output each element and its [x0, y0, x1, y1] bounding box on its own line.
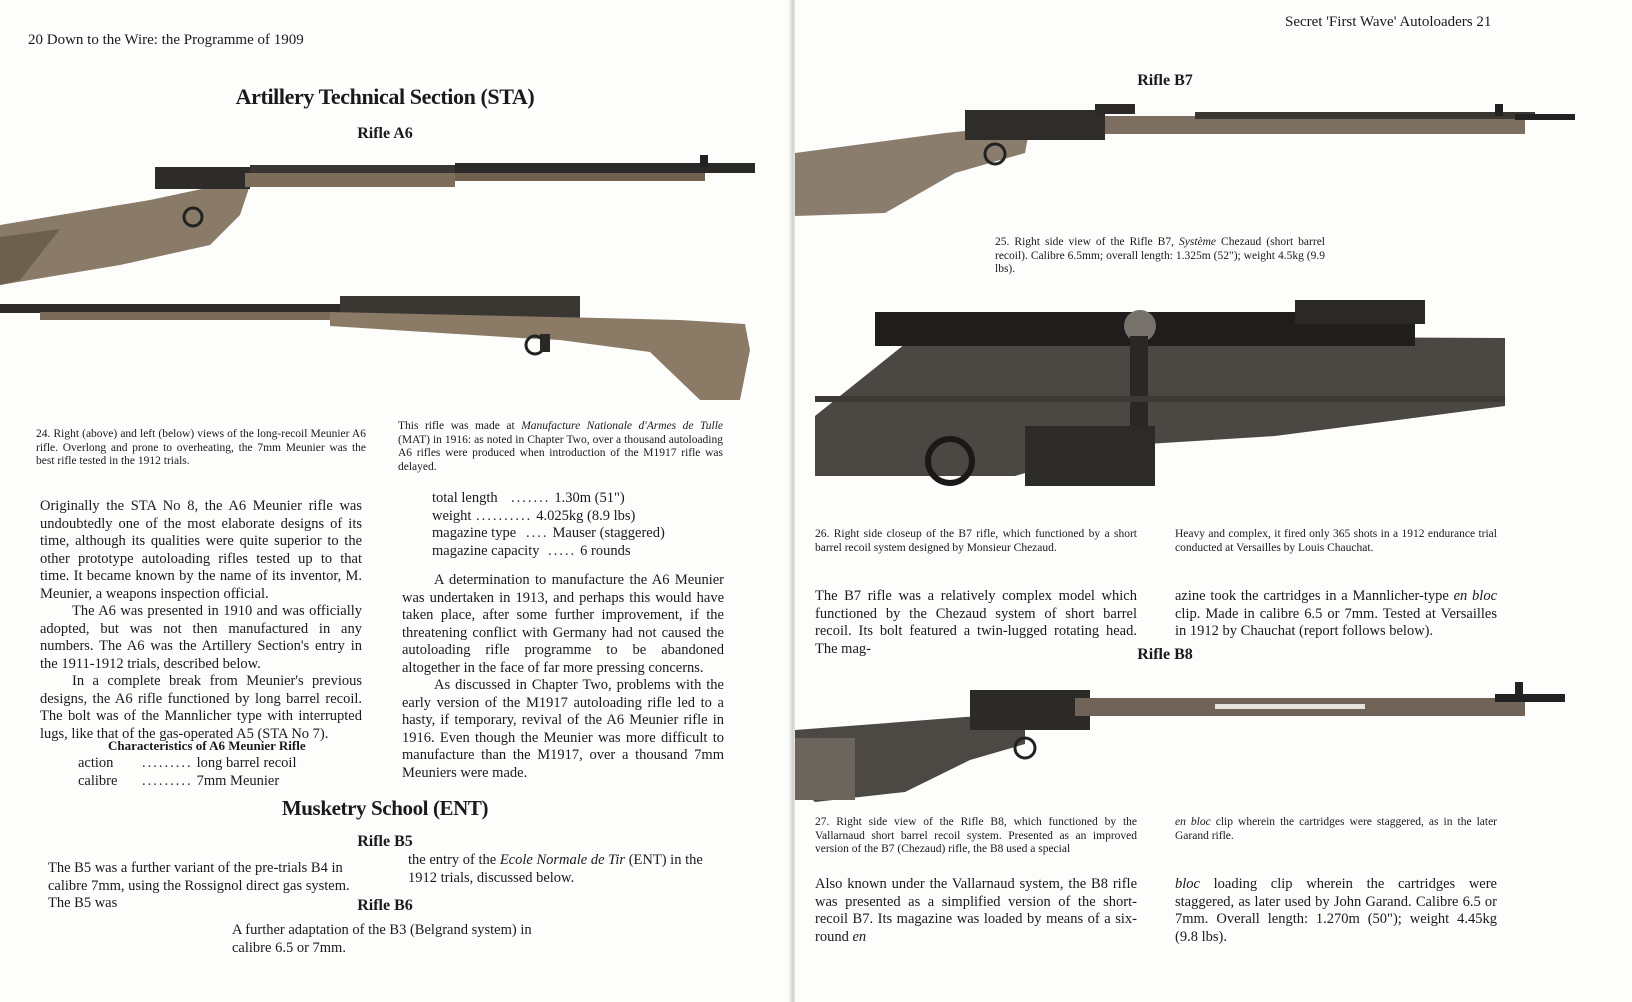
- right-page: Secret 'First Wave' Autoloaders 21 Rifle…: [795, 0, 1632, 1002]
- b7-text: azine took the cartridges in a Mannliche…: [1175, 588, 1454, 604]
- caption-25-text: 25. Right side view of the Rifle B7,: [995, 236, 1179, 248]
- left-page: 20 Down to the Wire: the Programme of 19…: [0, 0, 790, 1002]
- paragraph: As discussed in Chapter Two, problems wi…: [402, 677, 724, 781]
- b8-text-end: loading clip wherein the cartridges were…: [1175, 876, 1497, 945]
- rifle-b6-heading: Rifle B6: [357, 897, 413, 914]
- b7-text-col1: The B7 rifle was a relatively complex mo…: [815, 588, 1137, 657]
- book-gutter: [788, 0, 797, 1002]
- b8-italic: bloc: [1175, 876, 1200, 892]
- caption-24b-text-end: (MAT) in 1916: as noted in Chapter Two, …: [398, 433, 723, 473]
- specs-col2: total length.......1.30m (51") weight...…: [432, 490, 665, 560]
- caption-27b-text: clip wherein the cartridges were stagger…: [1175, 816, 1498, 842]
- b8-italic: en: [852, 928, 867, 945]
- caption-24b-text: This rifle was made at: [398, 420, 522, 432]
- rifle-a6-heading: Rifle A6: [357, 125, 413, 142]
- caption-25-text-end: Chezaud (short barrel recoil). Calibre 6…: [995, 236, 1325, 275]
- caption-26a: 26. Right side closeup of the B7 rifle, …: [815, 528, 1137, 554]
- b8-text-col1: Also known under the Vallarnaud system, …: [815, 876, 1137, 946]
- spec-dots: .........: [142, 755, 193, 771]
- a6-body-col1: Originally the STA No 8, the A6 Meunier …: [40, 498, 362, 743]
- caption-27b-italic: en bloc: [1175, 816, 1211, 828]
- b8-text: Also known under the Vallarnaud system, …: [815, 876, 1137, 945]
- spec-dots: ..........: [476, 507, 533, 524]
- spec-value: 7mm Meunier: [196, 772, 280, 789]
- caption-25-italic: Système: [1178, 236, 1217, 248]
- b6-text: A further adaptation of the B3 (Belgrand…: [232, 922, 532, 956]
- spec-row: total length.......1.30m (51"): [432, 490, 665, 508]
- rifle-b8-heading: Rifle B8: [1137, 646, 1193, 663]
- caption-24b-italic: Manufacture Nationale d'Armes de Tulle: [521, 420, 724, 432]
- section-title-sta: Artillery Technical Section (STA): [235, 84, 535, 109]
- paragraph: The A6 was presented in 1910 and was off…: [40, 603, 362, 672]
- paragraph: In a complete break from Meunier's previ…: [40, 673, 362, 742]
- spec-dots: .......: [511, 490, 551, 506]
- rifle-b5-heading: Rifle B5: [357, 833, 413, 850]
- b5-italic: Ecole Normale de Tir: [499, 852, 626, 868]
- b8-text-col2: bloc loading clip wherein the cartridges…: [1175, 876, 1497, 946]
- caption-24b: This rifle was made at Manufacture Natio…: [398, 420, 723, 474]
- spec-key: magazine type: [432, 525, 517, 541]
- caption-25: 25. Right side view of the Rifle B7, Sys…: [995, 236, 1325, 277]
- b5-text: the entry of the: [408, 852, 500, 868]
- spec-dots: .........: [142, 772, 193, 789]
- b5-text-end: (ENT) in the 1912 trials, discussed belo…: [408, 852, 703, 886]
- characteristics-title: Characteristics of A6 Meunier Rifle: [108, 738, 306, 753]
- paragraph: A determination to manufacture the A6 Me…: [402, 572, 724, 676]
- paragraph: Originally the STA No 8, the A6 Meunier …: [40, 498, 362, 602]
- spec-key: magazine capacity: [432, 542, 540, 559]
- rifle-a6-right-photo: [0, 155, 755, 285]
- spec-key: calibre: [78, 772, 118, 789]
- spec-value: long barrel recoil: [196, 755, 297, 771]
- caption-24: 24. Right (above) and left (below) views…: [36, 428, 366, 467]
- spec-key: action: [78, 755, 114, 771]
- left-running-head: 20 Down to the Wire: the Programme of 19…: [28, 32, 304, 48]
- spec-dots: .....: [548, 542, 577, 559]
- spec-row: weight..........4.025kg (8.9 lbs): [432, 508, 665, 526]
- spec-key: total length: [432, 490, 498, 506]
- section-title-ent: Musketry School (ENT): [281, 796, 489, 820]
- rifle-b7-heading: Rifle B7: [1137, 72, 1193, 89]
- spec-value: 4.025kg (8.9 lbs): [536, 507, 636, 524]
- spec-row: action.........long barrel recoil: [78, 755, 296, 773]
- right-running-head: Secret 'First Wave' Autoloaders 21: [1285, 14, 1492, 30]
- rifle-b7-photo: [795, 104, 1575, 216]
- specs-col1: action.........long barrel recoil calibr…: [78, 755, 296, 790]
- spec-row: calibre.........7mm Meunier: [78, 773, 296, 791]
- b7-text-end: clip. Made in calibre 6.5 or 7mm. Tested…: [1175, 605, 1497, 640]
- caption-26b: Heavy and complex, it fired only 365 sho…: [1175, 528, 1497, 554]
- b7-text-col2: azine took the cartridges in a Mannliche…: [1175, 588, 1497, 641]
- spec-value: 6 rounds: [580, 542, 631, 559]
- rifle-b7-closeup-photo: [815, 296, 1505, 506]
- spec-row: magazine type....Mauser (staggered): [432, 525, 665, 543]
- b5-text-col1: The B5 was a further variant of the pre-…: [48, 860, 350, 911]
- spec-row: magazine capacity.....6 rounds: [432, 543, 665, 561]
- spec-key: weight: [432, 507, 472, 524]
- spec-value: 1.30m (51"): [554, 490, 625, 506]
- caption-27a: 27. Right side view of the Rifle B8, whi…: [815, 816, 1137, 855]
- b5-text-col2: the entry of the Ecole Normale de Tir (E…: [408, 852, 730, 887]
- a6-body-col2: A determination to manufacture the A6 Me…: [402, 572, 724, 782]
- rifle-b8-photo: [795, 682, 1565, 802]
- spec-dots: ....: [526, 525, 549, 541]
- caption-27b: en bloc clip wherein the cartridges were…: [1175, 816, 1497, 843]
- b7-italic: en bloc: [1453, 588, 1497, 604]
- spec-value: Mauser (staggered): [552, 525, 665, 541]
- rifle-a6-left-photo: [0, 296, 750, 400]
